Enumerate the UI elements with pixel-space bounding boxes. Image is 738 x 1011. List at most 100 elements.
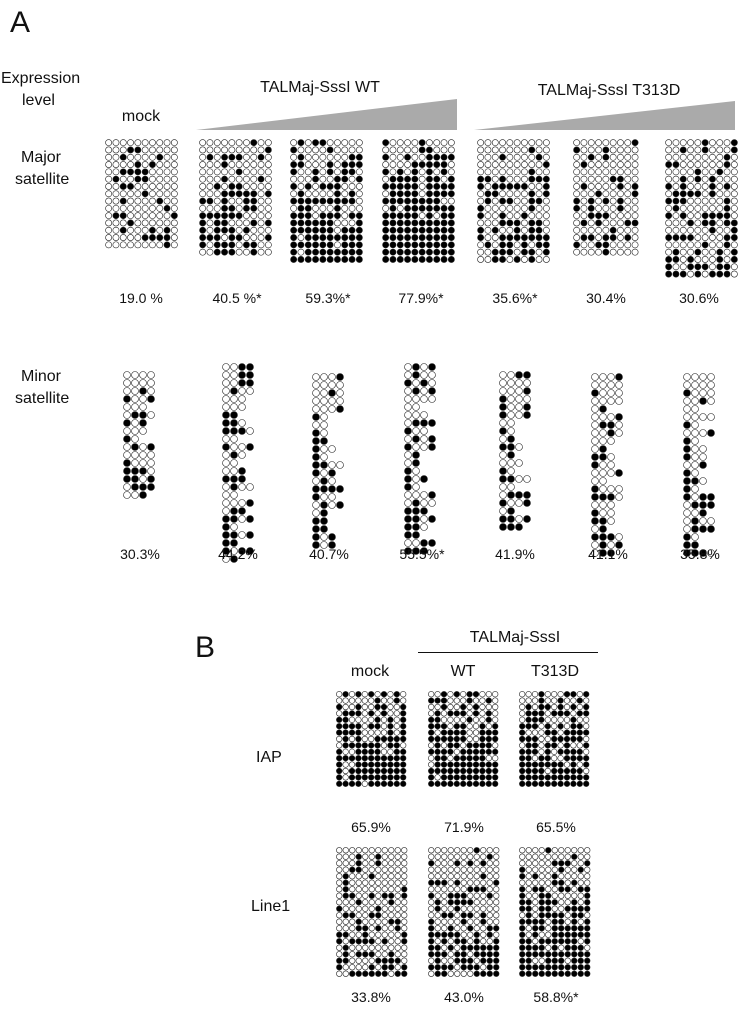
unmethylated-cpg-dot [477, 168, 485, 176]
methylated-cpg-dot [493, 957, 500, 964]
unmethylated-cpg-dot [515, 515, 523, 523]
unmethylated-cpg-dot [672, 183, 680, 190]
methylated-cpg-dot [206, 234, 214, 241]
unmethylated-cpg-dot [334, 241, 341, 249]
methylated-cpg-dot [499, 443, 507, 451]
methylated-cpg-dot [374, 742, 381, 749]
unmethylated-cpg-dot [602, 139, 610, 147]
methylated-cpg-dot [679, 146, 687, 154]
methylated-cpg-dot [506, 241, 514, 249]
unmethylated-cpg-dot [312, 421, 320, 429]
unmethylated-cpg-dot [607, 389, 615, 397]
methylated-cpg-dot [523, 387, 531, 395]
methylated-cpg-dot [326, 212, 334, 220]
methylated-cpg-dot [411, 212, 419, 220]
methylated-cpg-dot [683, 421, 691, 429]
unmethylated-cpg-dot [691, 405, 699, 413]
methylated-cpg-dot [525, 710, 532, 717]
methylated-cpg-dot [460, 735, 467, 743]
unmethylated-cpg-dot [127, 226, 134, 234]
methylated-cpg-dot [368, 761, 375, 768]
methylated-cpg-dot [499, 248, 506, 256]
methylated-cpg-dot [348, 767, 356, 775]
unmethylated-cpg-dot [460, 873, 467, 880]
unmethylated-cpg-dot [368, 853, 375, 860]
methylated-cpg-dot [235, 212, 243, 220]
unmethylated-cpg-dot [394, 860, 401, 867]
unmethylated-cpg-dot [599, 461, 607, 469]
unmethylated-cpg-dot [381, 879, 388, 886]
unmethylated-cpg-dot [355, 905, 362, 912]
unmethylated-cpg-dot [304, 139, 312, 147]
unmethylated-cpg-dot [375, 918, 382, 925]
methylated-cpg-dot [460, 729, 467, 736]
unmethylated-cpg-dot [460, 847, 467, 854]
methylated-cpg-dot [523, 411, 531, 419]
methylated-cpg-dot [388, 964, 395, 971]
methylated-cpg-dot [141, 190, 149, 198]
unmethylated-cpg-dot [119, 190, 127, 198]
methylated-cpg-dot [573, 197, 581, 205]
unmethylated-cpg-dot [447, 866, 454, 873]
unmethylated-cpg-dot [250, 226, 258, 234]
unmethylated-cpg-dot [617, 241, 624, 249]
unmethylated-cpg-dot [624, 153, 632, 161]
major-percent-wt-high: 77.9%* [398, 290, 444, 306]
unmethylated-cpg-dot [434, 774, 441, 781]
unmethylated-cpg-dot [235, 197, 243, 205]
unmethylated-cpg-dot [349, 905, 356, 912]
methylated-cpg-dot [477, 183, 485, 190]
unmethylated-cpg-dot [361, 697, 368, 704]
unmethylated-cpg-dot [672, 241, 680, 249]
methylated-cpg-dot [595, 241, 602, 249]
methylated-cpg-dot [312, 175, 319, 183]
methylated-cpg-dot [441, 951, 448, 958]
methylated-cpg-dot [334, 183, 341, 190]
unmethylated-cpg-dot [147, 459, 155, 467]
unmethylated-cpg-dot [394, 847, 401, 854]
unmethylated-cpg-dot [147, 371, 155, 379]
unmethylated-cpg-dot [558, 847, 565, 854]
methylated-cpg-dot [382, 226, 390, 234]
unmethylated-cpg-dot [336, 461, 344, 469]
major-percent-mock: 19.0 % [119, 290, 163, 306]
unmethylated-cpg-dot [105, 153, 113, 161]
methylated-cpg-dot [428, 951, 435, 958]
unmethylated-cpg-dot [615, 381, 623, 389]
unmethylated-cpg-dot [607, 501, 615, 509]
unmethylated-cpg-dot [388, 905, 395, 912]
unmethylated-cpg-dot [381, 886, 388, 893]
unmethylated-cpg-dot [342, 767, 349, 775]
unmethylated-cpg-dot [665, 204, 673, 212]
methylated-cpg-dot [230, 419, 238, 427]
unmethylated-cpg-dot [139, 443, 147, 451]
unmethylated-cpg-dot [687, 139, 694, 147]
methylated-cpg-dot [499, 219, 506, 227]
unmethylated-cpg-dot [243, 161, 250, 168]
methylated-cpg-dot [127, 146, 134, 154]
unmethylated-cpg-dot [577, 892, 584, 899]
methylated-cpg-dot [535, 234, 543, 241]
methylated-cpg-dot [701, 146, 709, 154]
unmethylated-cpg-dot [542, 219, 550, 227]
unmethylated-cpg-dot [156, 146, 164, 154]
unmethylated-cpg-dot [441, 892, 448, 899]
unmethylated-cpg-dot [312, 389, 320, 397]
methylated-cpg-dot [538, 755, 545, 762]
methylated-cpg-dot [531, 780, 539, 787]
methylated-cpg-dot [599, 453, 607, 461]
unmethylated-cpg-dot [580, 212, 588, 220]
unmethylated-cpg-dot [564, 873, 571, 880]
methylated-cpg-dot [454, 879, 461, 886]
methylated-cpg-dot [584, 892, 591, 899]
methylated-cpg-dot [576, 729, 583, 736]
unmethylated-cpg-dot [222, 507, 230, 515]
unmethylated-cpg-dot [228, 197, 236, 205]
unmethylated-cpg-dot [570, 710, 577, 717]
methylated-cpg-dot [434, 761, 441, 768]
methylated-cpg-dot [434, 755, 441, 762]
unmethylated-cpg-dot [499, 379, 507, 387]
unmethylated-cpg-dot [147, 451, 155, 459]
methylated-cpg-dot [480, 970, 487, 977]
methylated-cpg-dot [393, 780, 400, 787]
